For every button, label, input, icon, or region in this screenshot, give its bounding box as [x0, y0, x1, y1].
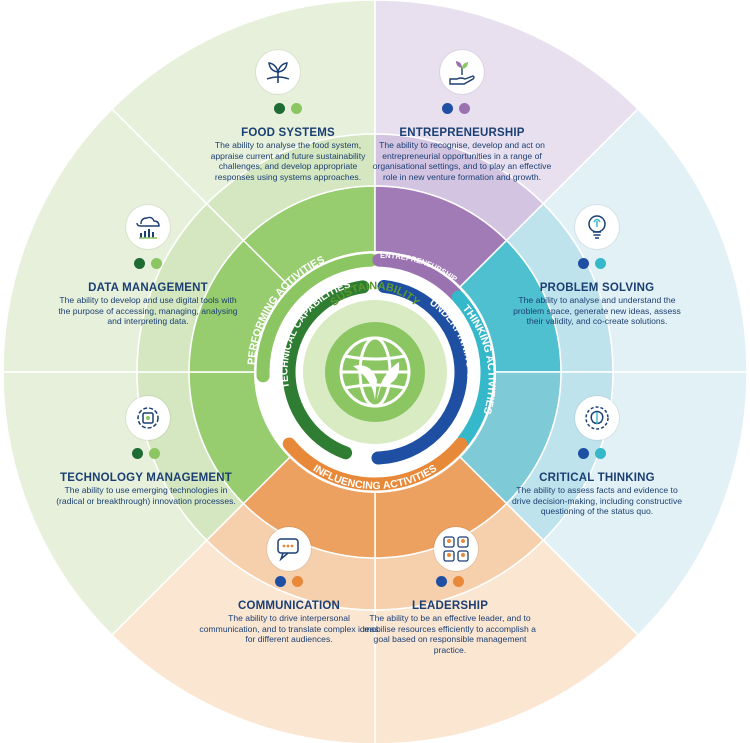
performing-band [256, 253, 378, 383]
influencing-band [282, 437, 468, 491]
segment-title-entrepreneurship: ENTREPRENEURSHIP [399, 127, 525, 139]
segment-description-data-management: The ability to develop and use digital t… [58, 295, 238, 327]
capability-dot [595, 448, 606, 459]
lightbulb-icon [575, 205, 619, 249]
capability-dot [578, 258, 589, 269]
capability-dot [453, 576, 464, 587]
segment-title-data-management: DATA MANAGEMENT [88, 282, 208, 294]
segment-description-critical-thinking: The ability to assess facts and evidence… [511, 485, 683, 517]
capability-dots [572, 258, 612, 272]
segment-title-communication: COMMUNICATION [237, 600, 341, 612]
capability-dot [275, 576, 286, 587]
capability-dots [268, 103, 308, 117]
capability-dot [595, 258, 606, 269]
entrepreneurship-band [372, 253, 463, 301]
segment-description-technology-management: The ability to use emerging technologies… [56, 485, 236, 506]
underpinning-band [371, 279, 468, 465]
segment-title-technology-management: TECHNOLOGY MANAGEMENT [59, 472, 233, 484]
segment-title-leadership: LEADERSHIP [411, 600, 489, 612]
segment-description-leadership: The ability to be an effective leader, a… [364, 613, 536, 655]
segment-title-problem-solving: PROBLEM SOLVING [539, 282, 655, 294]
capability-dot [274, 103, 285, 114]
brain-icon [575, 396, 619, 440]
segment-description-communication: The ability to drive interpersonal commu… [199, 613, 379, 645]
capability-dot [134, 258, 145, 269]
segment-title-critical-thinking: CRITICAL THINKING [539, 472, 655, 484]
capability-dot [442, 103, 453, 114]
leaf-sprout-icon [256, 50, 300, 94]
chat-bubbles-icon [267, 527, 311, 571]
chip-gear-icon [126, 396, 170, 440]
capability-dots [436, 103, 476, 117]
capability-dot [578, 448, 589, 459]
segment-description-food-systems: The ability to analyse the food system, … [210, 140, 366, 182]
hand-plant-icon [440, 50, 484, 94]
capability-dot [436, 576, 447, 587]
thinking-band [451, 290, 494, 448]
capability-dot [132, 448, 143, 459]
people-group-icon [434, 527, 478, 571]
segment-title-food-systems: FOOD SYSTEMS [241, 127, 335, 139]
capability-dots [430, 576, 470, 590]
capability-dot [149, 448, 160, 459]
capability-dots [126, 448, 166, 462]
cloud-chart-icon [126, 205, 170, 249]
capability-dot [291, 103, 302, 114]
segment-description-problem-solving: The ability to analyse and understand th… [513, 295, 681, 327]
capability-dot [459, 103, 470, 114]
globe-leaf-icon [339, 336, 411, 408]
technical-band [282, 280, 370, 460]
capability-dot [151, 258, 162, 269]
segment-description-entrepreneurship: The ability to recognise, develop and ac… [372, 140, 552, 182]
capability-dot [292, 576, 303, 587]
capability-dots [128, 258, 168, 272]
capability-dots [572, 448, 612, 462]
capability-dots [269, 576, 309, 590]
